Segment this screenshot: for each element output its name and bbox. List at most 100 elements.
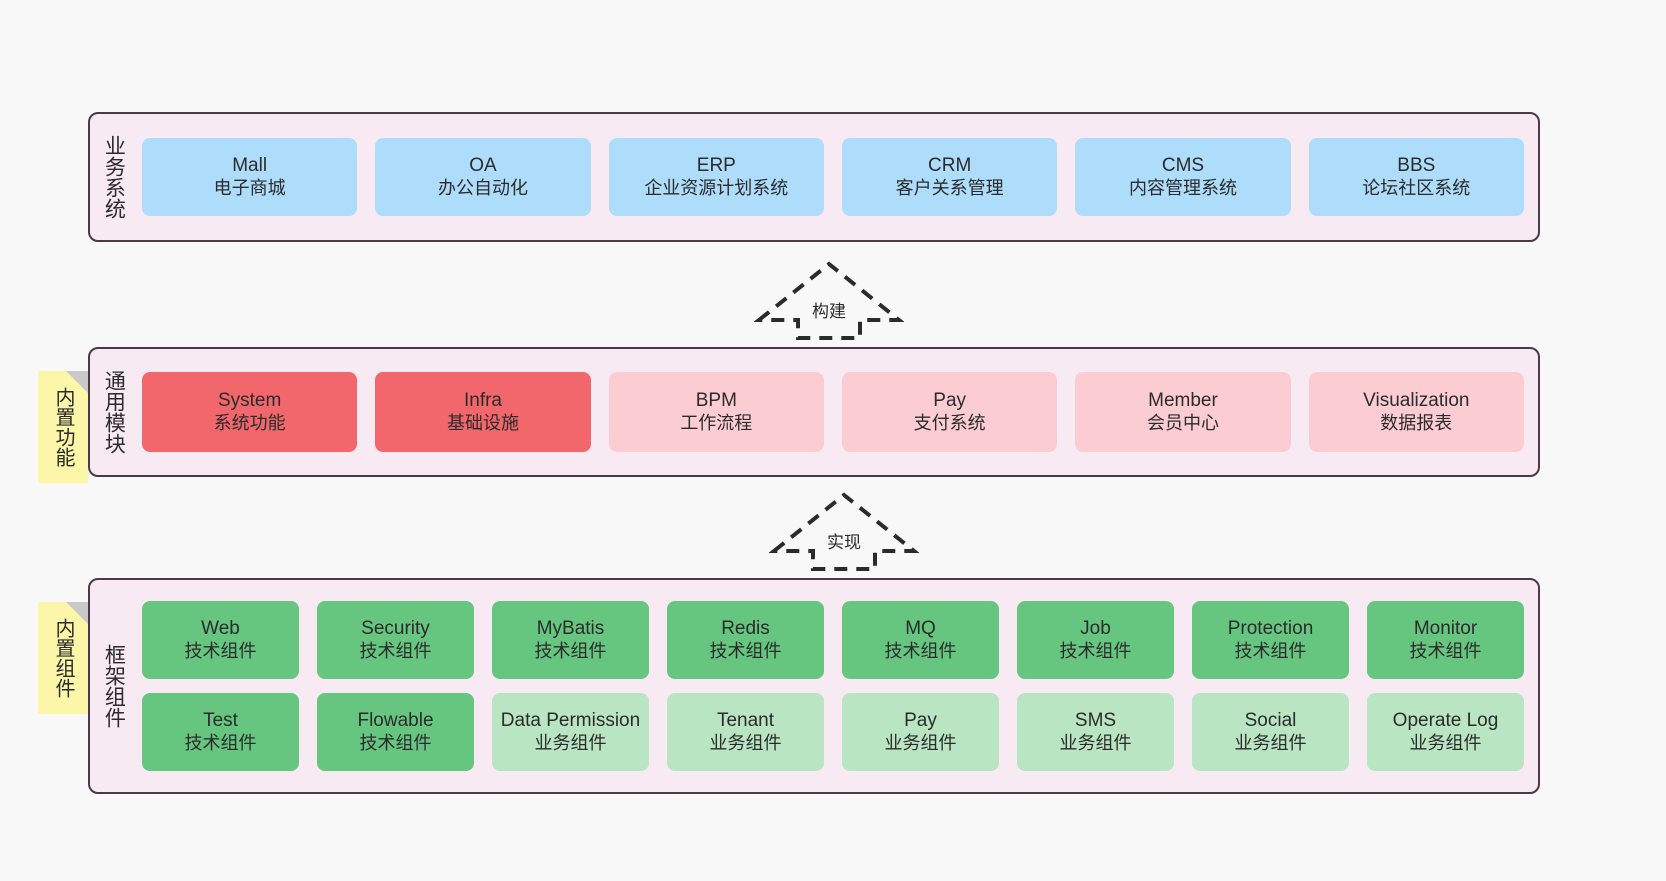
arrow-implement: 实现 xyxy=(768,487,920,573)
box-data-permission-en: Data Permission xyxy=(500,710,641,732)
box-erp[interactable]: ERP 企业资源计划系统 xyxy=(608,138,824,216)
box-mq-cn: 技术组件 xyxy=(884,640,957,661)
box-bpm-en: BPM xyxy=(695,390,737,412)
box-tenant-en: Tenant xyxy=(716,710,775,732)
box-infra-cn: 基础设施 xyxy=(446,412,519,433)
box-operate-log[interactable]: Operate Log 业务组件 xyxy=(1367,693,1524,771)
box-mall-cn: 电子商城 xyxy=(213,177,286,198)
box-mq-en: MQ xyxy=(905,618,936,640)
box-mybatis[interactable]: MyBatis 技术组件 xyxy=(492,601,649,679)
box-web[interactable]: Web 技术组件 xyxy=(142,601,299,679)
note-fold-corner-icon xyxy=(66,602,88,624)
box-protection[interactable]: Protection 技术组件 xyxy=(1192,601,1349,679)
box-cms-en: CMS xyxy=(1161,155,1205,177)
business-row: Mall 电子商城 OA 办公自动化 ERP 企业资源计划系统 CRM 客户关系… xyxy=(142,138,1524,216)
box-crm-cn: 客户关系管理 xyxy=(895,177,1004,198)
box-security-en: Security xyxy=(361,618,430,640)
box-web-en: Web xyxy=(201,618,240,640)
framework-business-row: Test 技术组件 Flowable 技术组件 Data Permission … xyxy=(142,693,1524,771)
box-test-cn: 技术组件 xyxy=(184,732,257,753)
box-test-en: Test xyxy=(203,710,238,732)
box-sms-en: SMS xyxy=(1074,710,1117,732)
box-social-cn: 业务组件 xyxy=(1234,732,1307,753)
box-visualization-cn: 数据报表 xyxy=(1380,412,1453,433)
box-erp-en: ERP xyxy=(696,155,736,177)
box-flowable-cn: 技术组件 xyxy=(359,732,432,753)
box-member-cn: 会员中心 xyxy=(1146,412,1219,433)
box-monitor-en: Monitor xyxy=(1413,618,1478,640)
box-social[interactable]: Social 业务组件 xyxy=(1192,693,1349,771)
box-mall[interactable]: Mall 电子商城 xyxy=(142,138,358,216)
box-bbs[interactable]: BBS 论坛社区系统 xyxy=(1308,138,1524,216)
modules-row: System 系统功能 Infra 基础设施 BPM 工作流程 Pay 支付系统… xyxy=(142,372,1524,452)
box-visualization[interactable]: Visualization 数据报表 xyxy=(1308,372,1524,452)
box-pay-module[interactable]: Pay 支付系统 xyxy=(841,372,1058,452)
box-cms[interactable]: CMS 内容管理系统 xyxy=(1075,138,1291,216)
box-redis[interactable]: Redis 技术组件 xyxy=(667,601,824,679)
arrow-build: 构建 xyxy=(753,256,905,342)
note-functions-label: 内置功能 xyxy=(52,387,74,467)
box-job-en: Job xyxy=(1080,618,1111,640)
box-member-en: Member xyxy=(1148,390,1218,412)
box-job[interactable]: Job 技术组件 xyxy=(1017,601,1174,679)
box-web-cn: 技术组件 xyxy=(184,640,257,661)
box-member[interactable]: Member 会员中心 xyxy=(1075,372,1291,452)
box-mybatis-en: MyBatis xyxy=(536,618,605,640)
arrow-implement-icon xyxy=(768,492,920,571)
box-visualization-en: Visualization xyxy=(1363,390,1470,412)
box-crm-en: CRM xyxy=(928,155,972,177)
box-redis-cn: 技术组件 xyxy=(709,640,782,661)
box-oa-en: OA xyxy=(469,155,497,177)
box-pay-module-cn: 支付系统 xyxy=(913,412,986,433)
layer-modules-body: System 系统功能 Infra 基础设施 BPM 工作流程 Pay 支付系统… xyxy=(136,349,1538,475)
box-sms-cn: 业务组件 xyxy=(1059,732,1132,753)
note-components-label: 内置组件 xyxy=(52,618,74,698)
box-operate-log-en: Operate Log xyxy=(1392,710,1499,732)
box-system[interactable]: System 系统功能 xyxy=(142,372,358,452)
box-test[interactable]: Test 技术组件 xyxy=(142,693,299,771)
box-cms-cn: 内容管理系统 xyxy=(1128,177,1237,198)
note-fold-corner-icon xyxy=(66,371,88,393)
box-mq[interactable]: MQ 技术组件 xyxy=(842,601,999,679)
box-operate-log-cn: 业务组件 xyxy=(1409,732,1482,753)
sticky-note-builtin-components: 内置组件 xyxy=(38,602,88,714)
arrow-build-icon xyxy=(753,261,905,340)
box-social-en: Social xyxy=(1244,710,1297,732)
layer-framework-components: 框架组件 Web 技术组件 Security 技术组件 MyBatis 技术组件… xyxy=(88,578,1540,794)
box-bbs-en: BBS xyxy=(1397,155,1436,177)
sticky-note-builtin-functions: 内置功能 xyxy=(38,371,88,483)
box-security-cn: 技术组件 xyxy=(359,640,432,661)
box-erp-cn: 企业资源计划系统 xyxy=(644,177,789,198)
box-monitor[interactable]: Monitor 技术组件 xyxy=(1367,601,1524,679)
layer-common-modules: 通用模块 System 系统功能 Infra 基础设施 BPM 工作流程 Pay… xyxy=(88,347,1540,477)
box-crm[interactable]: CRM 客户关系管理 xyxy=(841,138,1058,216)
box-system-cn: 系统功能 xyxy=(213,412,286,433)
box-mall-en: Mall xyxy=(232,155,268,177)
layer-business-title: 业务系统 xyxy=(102,135,126,219)
box-system-en: System xyxy=(217,390,282,412)
framework-tech-row: Web 技术组件 Security 技术组件 MyBatis 技术组件 Redi… xyxy=(142,601,1524,679)
layer-business-body: Mall 电子商城 OA 办公自动化 ERP 企业资源计划系统 CRM 客户关系… xyxy=(136,114,1538,240)
box-infra[interactable]: Infra 基础设施 xyxy=(375,372,591,452)
box-pay-component-en: Pay xyxy=(904,710,937,732)
box-data-permission[interactable]: Data Permission 业务组件 xyxy=(492,693,649,771)
box-protection-en: Protection xyxy=(1227,618,1314,640)
box-security[interactable]: Security 技术组件 xyxy=(317,601,474,679)
layer-framework-title: 框架组件 xyxy=(102,644,126,728)
box-bpm-cn: 工作流程 xyxy=(680,412,753,433)
box-monitor-cn: 技术组件 xyxy=(1409,640,1482,661)
box-tenant-cn: 业务组件 xyxy=(709,732,782,753)
box-infra-en: Infra xyxy=(463,390,502,412)
box-flowable[interactable]: Flowable 技术组件 xyxy=(317,693,474,771)
box-pay-component-cn: 业务组件 xyxy=(884,732,957,753)
box-flowable-en: Flowable xyxy=(357,710,434,732)
box-sms[interactable]: SMS 业务组件 xyxy=(1017,693,1174,771)
box-pay-module-en: Pay xyxy=(933,390,967,412)
box-data-permission-cn: 业务组件 xyxy=(534,732,607,753)
box-pay-component[interactable]: Pay 业务组件 xyxy=(842,693,999,771)
box-protection-cn: 技术组件 xyxy=(1234,640,1307,661)
box-oa[interactable]: OA 办公自动化 xyxy=(375,138,591,216)
box-bpm[interactable]: BPM 工作流程 xyxy=(608,372,824,452)
box-job-cn: 技术组件 xyxy=(1059,640,1132,661)
box-tenant[interactable]: Tenant 业务组件 xyxy=(667,693,824,771)
